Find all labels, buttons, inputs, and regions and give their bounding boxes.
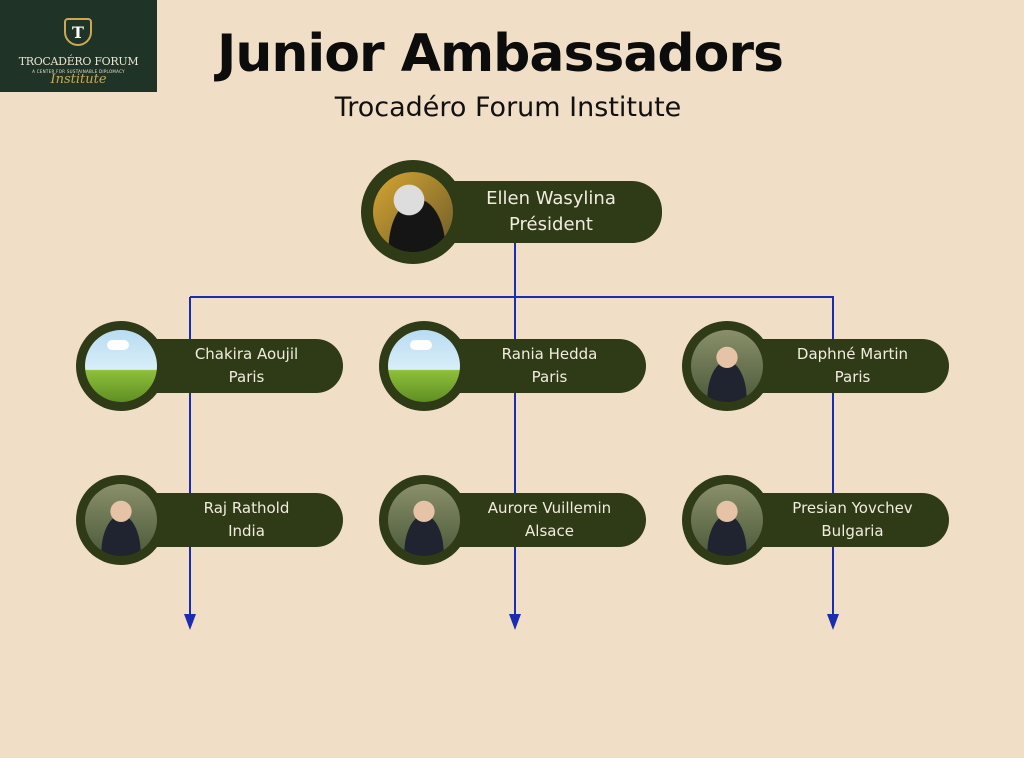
person-location: Paris [228,368,265,386]
person-name: Ellen Wasylina [486,188,616,209]
avatar [691,330,763,402]
person-name: Presian Yovchev [792,499,913,517]
person-location: Paris [834,368,871,386]
logo-emblem-icon: T [64,18,92,46]
avatar [691,484,763,556]
avatar [388,330,460,402]
person-role: Président [509,214,593,235]
person-name: Daphné Martin [796,345,909,363]
logo-tagline: A CENTER FOR SUSTAINABLE DIPLOMACY [32,69,125,74]
logo: T TROCADÉRO FORUM A CENTER FOR SUSTAINAB… [0,0,157,92]
page-title: Junior Ambassadors [217,24,784,84]
avatar [388,484,460,556]
person-name: Raj Rathold [203,499,290,517]
person-location: India [228,522,265,540]
person-location: Bulgaria [821,522,884,540]
person-name: Rania Hedda [501,345,598,363]
person-name: Chakira Aoujil [194,345,299,363]
person-location: Alsace [525,522,574,540]
logo-script: Institute [50,72,107,87]
page-subtitle: Trocadéro Forum Institute [334,92,682,123]
person-location: Paris [531,368,568,386]
avatar [373,172,453,252]
avatar [85,330,157,402]
logo-name: TROCADÉRO FORUM [18,55,139,68]
person-name: Aurore Vuillemin [487,499,612,517]
avatar [85,484,157,556]
